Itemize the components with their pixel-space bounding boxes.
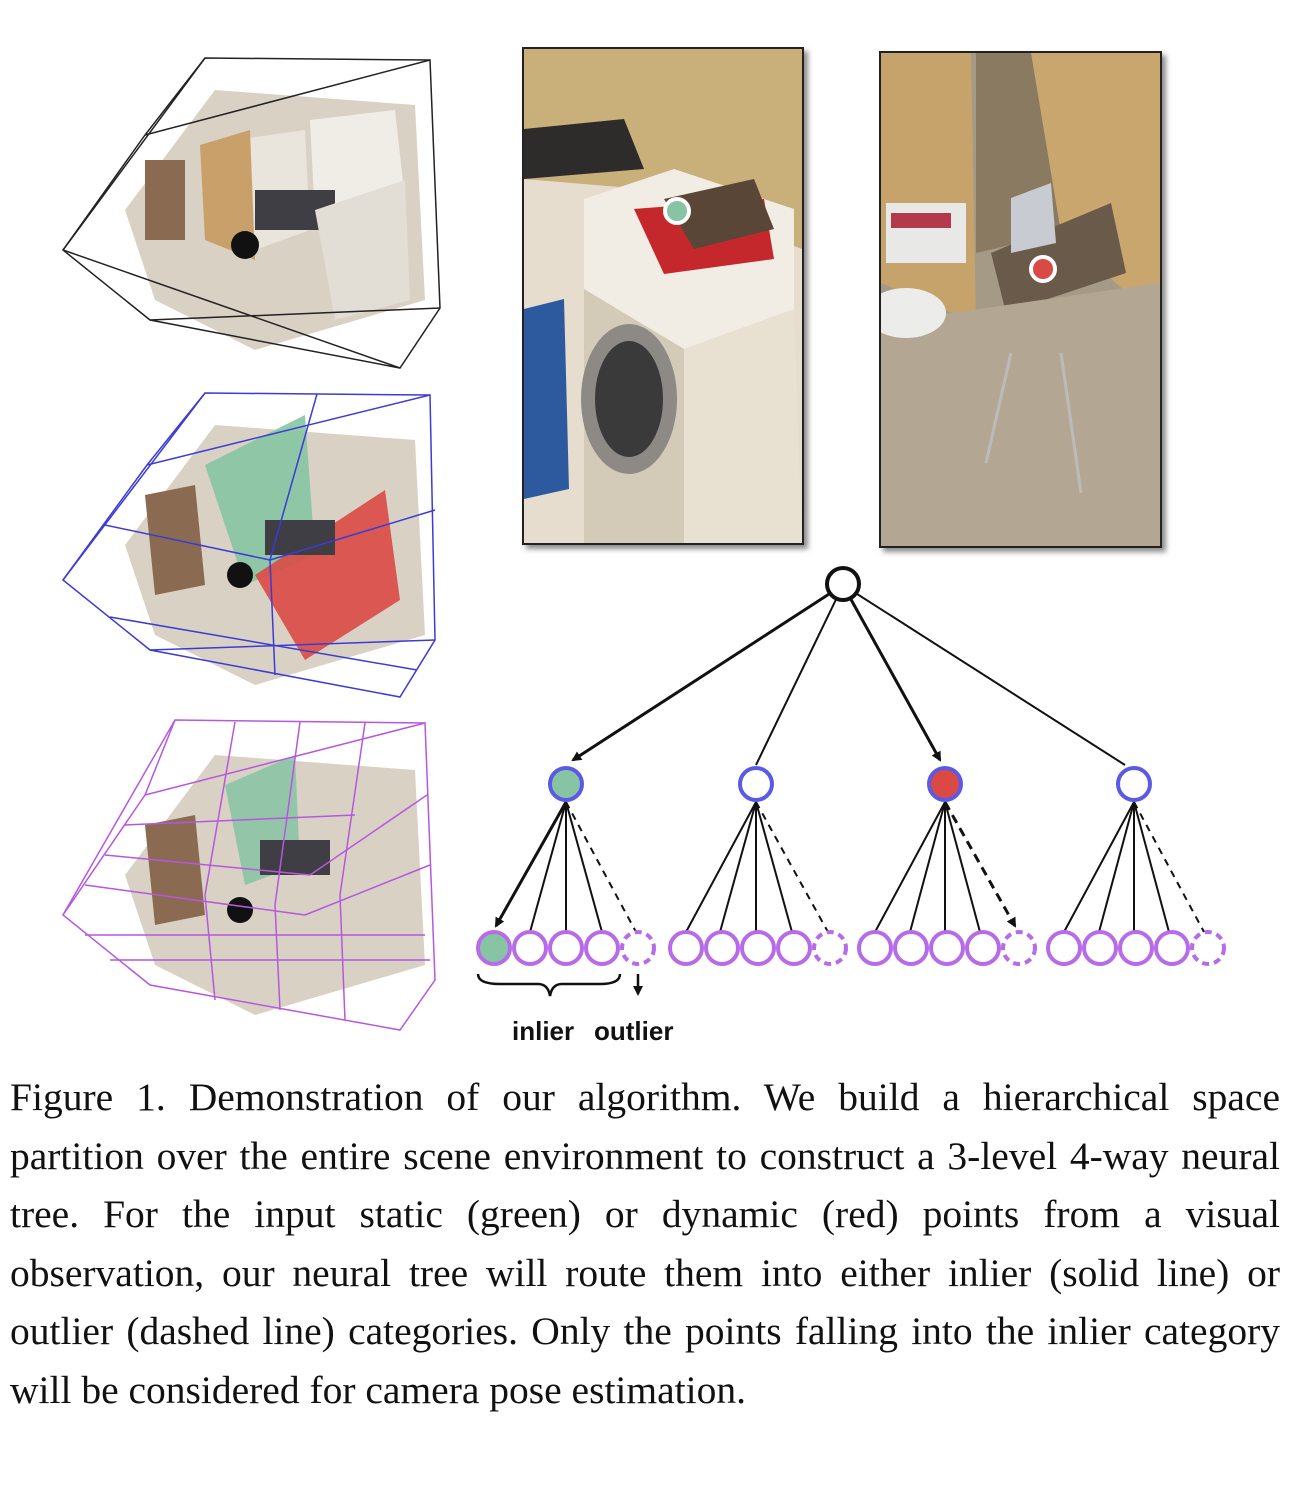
figure-caption: Figure 1. Demonstration of our algorithm… [10,1068,1280,1419]
leaf-node [740,930,776,966]
inlier-brace [476,973,622,997]
leaf-node [1118,930,1154,966]
tree-node-dynamic [927,766,963,802]
observation-photo-static [522,47,804,545]
leaf-node [1046,930,1082,966]
tree-node [738,766,774,802]
leaf-node [776,930,812,966]
leaf-node [857,930,893,966]
leaf-node [929,930,965,966]
leaf-node-outlier [620,930,656,966]
figure-1: inlier outlier [61,47,1226,1046]
scene-pointcloud-level2 [62,719,436,1031]
caption-text: Figure 1. Demonstration of our algorithm… [10,1075,1280,1412]
neural-tree-diagram [476,566,1226,997]
leaf-node-outlier [1190,930,1226,966]
observation-photo-dynamic [879,51,1162,548]
leaf-node [548,930,584,966]
tree-node [1116,766,1152,802]
tree-root-node [825,566,861,602]
inlier-label: inlier [512,1016,575,1046]
leaf-node-inlier-static [476,930,512,966]
leaf-node [893,930,929,966]
leaf-node [704,930,740,966]
leaf-node [668,930,704,966]
leaf-node [584,930,620,966]
leaf-node [1154,930,1190,966]
leaf-node [512,930,548,966]
outlier-label: outlier [594,1016,674,1046]
leaf-node-outlier-dynamic [1001,930,1037,966]
leaf-node [1082,930,1118,966]
scene-pointcloud-level1 [61,392,436,698]
scene-pointcloud-root [61,57,441,369]
tree-node-static [548,766,584,802]
leaf-node [965,930,1001,966]
leaf-node-outlier [812,930,848,966]
